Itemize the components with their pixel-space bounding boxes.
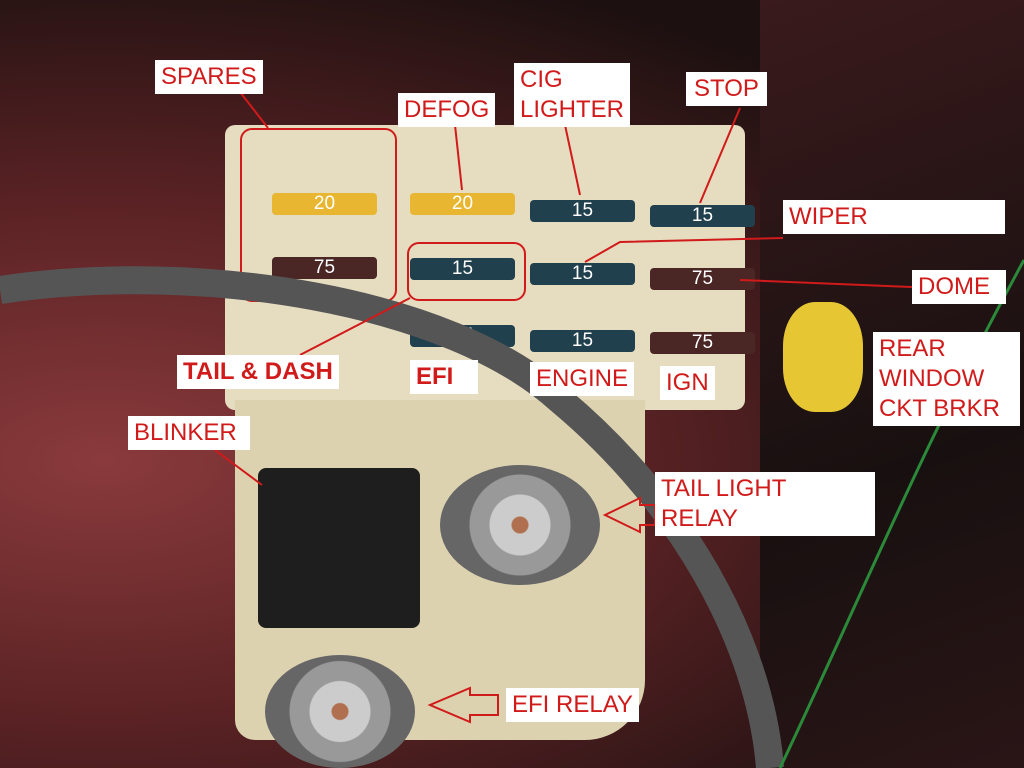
- label-cig-line2: LIGHTER: [520, 96, 625, 123]
- fuse-dome: 75: [650, 268, 755, 290]
- efi-relay: [265, 655, 415, 768]
- pointer-wiper: [584, 237, 784, 263]
- fuse-ign: 75: [650, 332, 755, 354]
- fuse-tail-dash: 15: [410, 258, 515, 280]
- arrow-efi-relay: [427, 686, 499, 724]
- fuse-defog: 20: [410, 193, 515, 215]
- label-wiper: WIPER: [783, 200, 1005, 234]
- label-rear-window: REAR WINDOW CKT BRKR: [873, 332, 1020, 426]
- fuse-engine: 15: [530, 330, 635, 352]
- label-tail-light-relay: TAIL LIGHT RELAY: [655, 472, 875, 536]
- pointer-spares: [239, 91, 269, 129]
- arrow-tail-light-relay: [602, 496, 656, 534]
- label-stop: STOP: [686, 72, 767, 106]
- label-rear-line2: WINDOW: [879, 365, 985, 392]
- label-tail-light-line2: RELAY: [661, 505, 738, 532]
- label-rear-line1: REAR: [879, 335, 946, 362]
- label-defog: DEFOG: [398, 93, 496, 127]
- blinker-relay: [258, 468, 420, 628]
- fuse-spare-top: 20: [272, 193, 377, 215]
- tail-dash-outline: [407, 242, 526, 301]
- label-tail-dash: TAIL & DASH: [177, 355, 339, 389]
- label-spares: SPARES: [155, 60, 263, 94]
- rear-window-circuit-breaker: [783, 302, 863, 412]
- label-ign: IGN: [660, 366, 715, 400]
- label-engine: ENGINE: [530, 362, 635, 396]
- label-blinker: BLINKER: [128, 416, 250, 450]
- fuse-cig: 15: [530, 200, 635, 222]
- label-rear-line3: CKT BRKR: [879, 395, 1000, 422]
- pointer-stop: [699, 107, 741, 204]
- pointer-dome: [739, 279, 913, 288]
- fuse-wiper: 15: [530, 263, 635, 285]
- pointer-blinker: [214, 449, 263, 486]
- label-dome: DOME: [912, 270, 1006, 304]
- label-efi-relay: EFI RELAY: [506, 688, 639, 722]
- pointer-defog: [454, 124, 463, 191]
- pointer-tail-dash: [299, 297, 411, 356]
- fuse-stop: 15: [650, 205, 755, 227]
- pointer-cig: [564, 124, 581, 196]
- tail-light-relay: [440, 465, 600, 585]
- label-cig-lighter: CIG LIGHTER: [514, 63, 631, 127]
- label-efi: EFI: [410, 360, 478, 394]
- label-cig-line1: CIG: [520, 66, 563, 93]
- fuse-spare-bottom: 75: [272, 257, 377, 279]
- label-tail-light-line1: TAIL LIGHT: [661, 475, 787, 502]
